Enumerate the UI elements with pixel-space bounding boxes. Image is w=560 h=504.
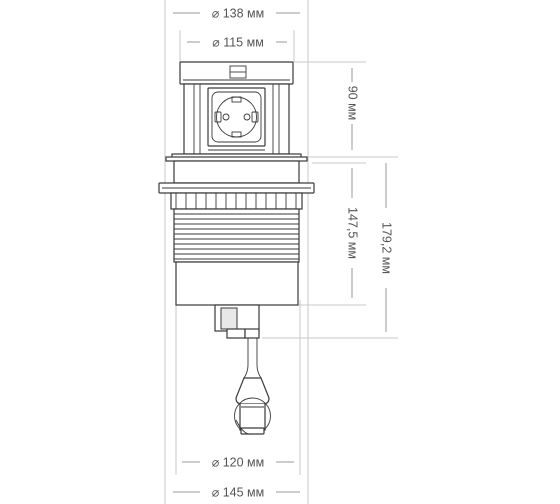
dim-label-top-inner: ⌀ 115 мм (212, 36, 264, 50)
power-cable (243, 338, 262, 379)
thread-section (173, 208, 300, 263)
plug-icon (234, 377, 271, 435)
lower-body (175, 261, 299, 306)
dim-label-top-outer: ⌀ 138 мм (212, 7, 265, 21)
connector-block (214, 304, 260, 339)
flange (158, 182, 315, 194)
dim-label-bottom-inner: ⌀ 120 мм (212, 456, 265, 470)
dim-label-height-total: 179,2 мм (380, 222, 394, 274)
top-cap (179, 61, 294, 85)
nut-ring (170, 192, 303, 210)
collar (165, 153, 308, 184)
dim-label-bottom-outer: ⌀ 145 мм (212, 486, 265, 500)
dim-label-height-top: 90 мм (346, 86, 360, 121)
socket-icon (207, 87, 266, 147)
dim-label-height-body: 147,5 мм (346, 207, 360, 259)
